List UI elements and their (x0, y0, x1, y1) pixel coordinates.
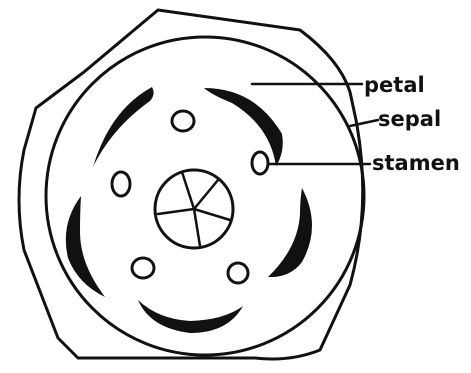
sepal-outline (19, 10, 363, 359)
stamen-bottom-left (132, 258, 154, 278)
petal-top-right (204, 88, 283, 166)
stamen-top (172, 111, 194, 131)
stamen-bottom-right (228, 263, 248, 283)
petal-right (268, 188, 312, 277)
petal-top-left (93, 87, 154, 167)
petal-label: petal (364, 73, 425, 97)
stamen-left (112, 172, 130, 196)
stamen-right (252, 152, 268, 174)
stamen-label: stamen (372, 151, 460, 175)
ovary-septa (158, 172, 230, 246)
sepal-leader-line (350, 120, 378, 126)
sepal-label: sepal (378, 107, 441, 131)
petal-bottom (138, 300, 243, 333)
